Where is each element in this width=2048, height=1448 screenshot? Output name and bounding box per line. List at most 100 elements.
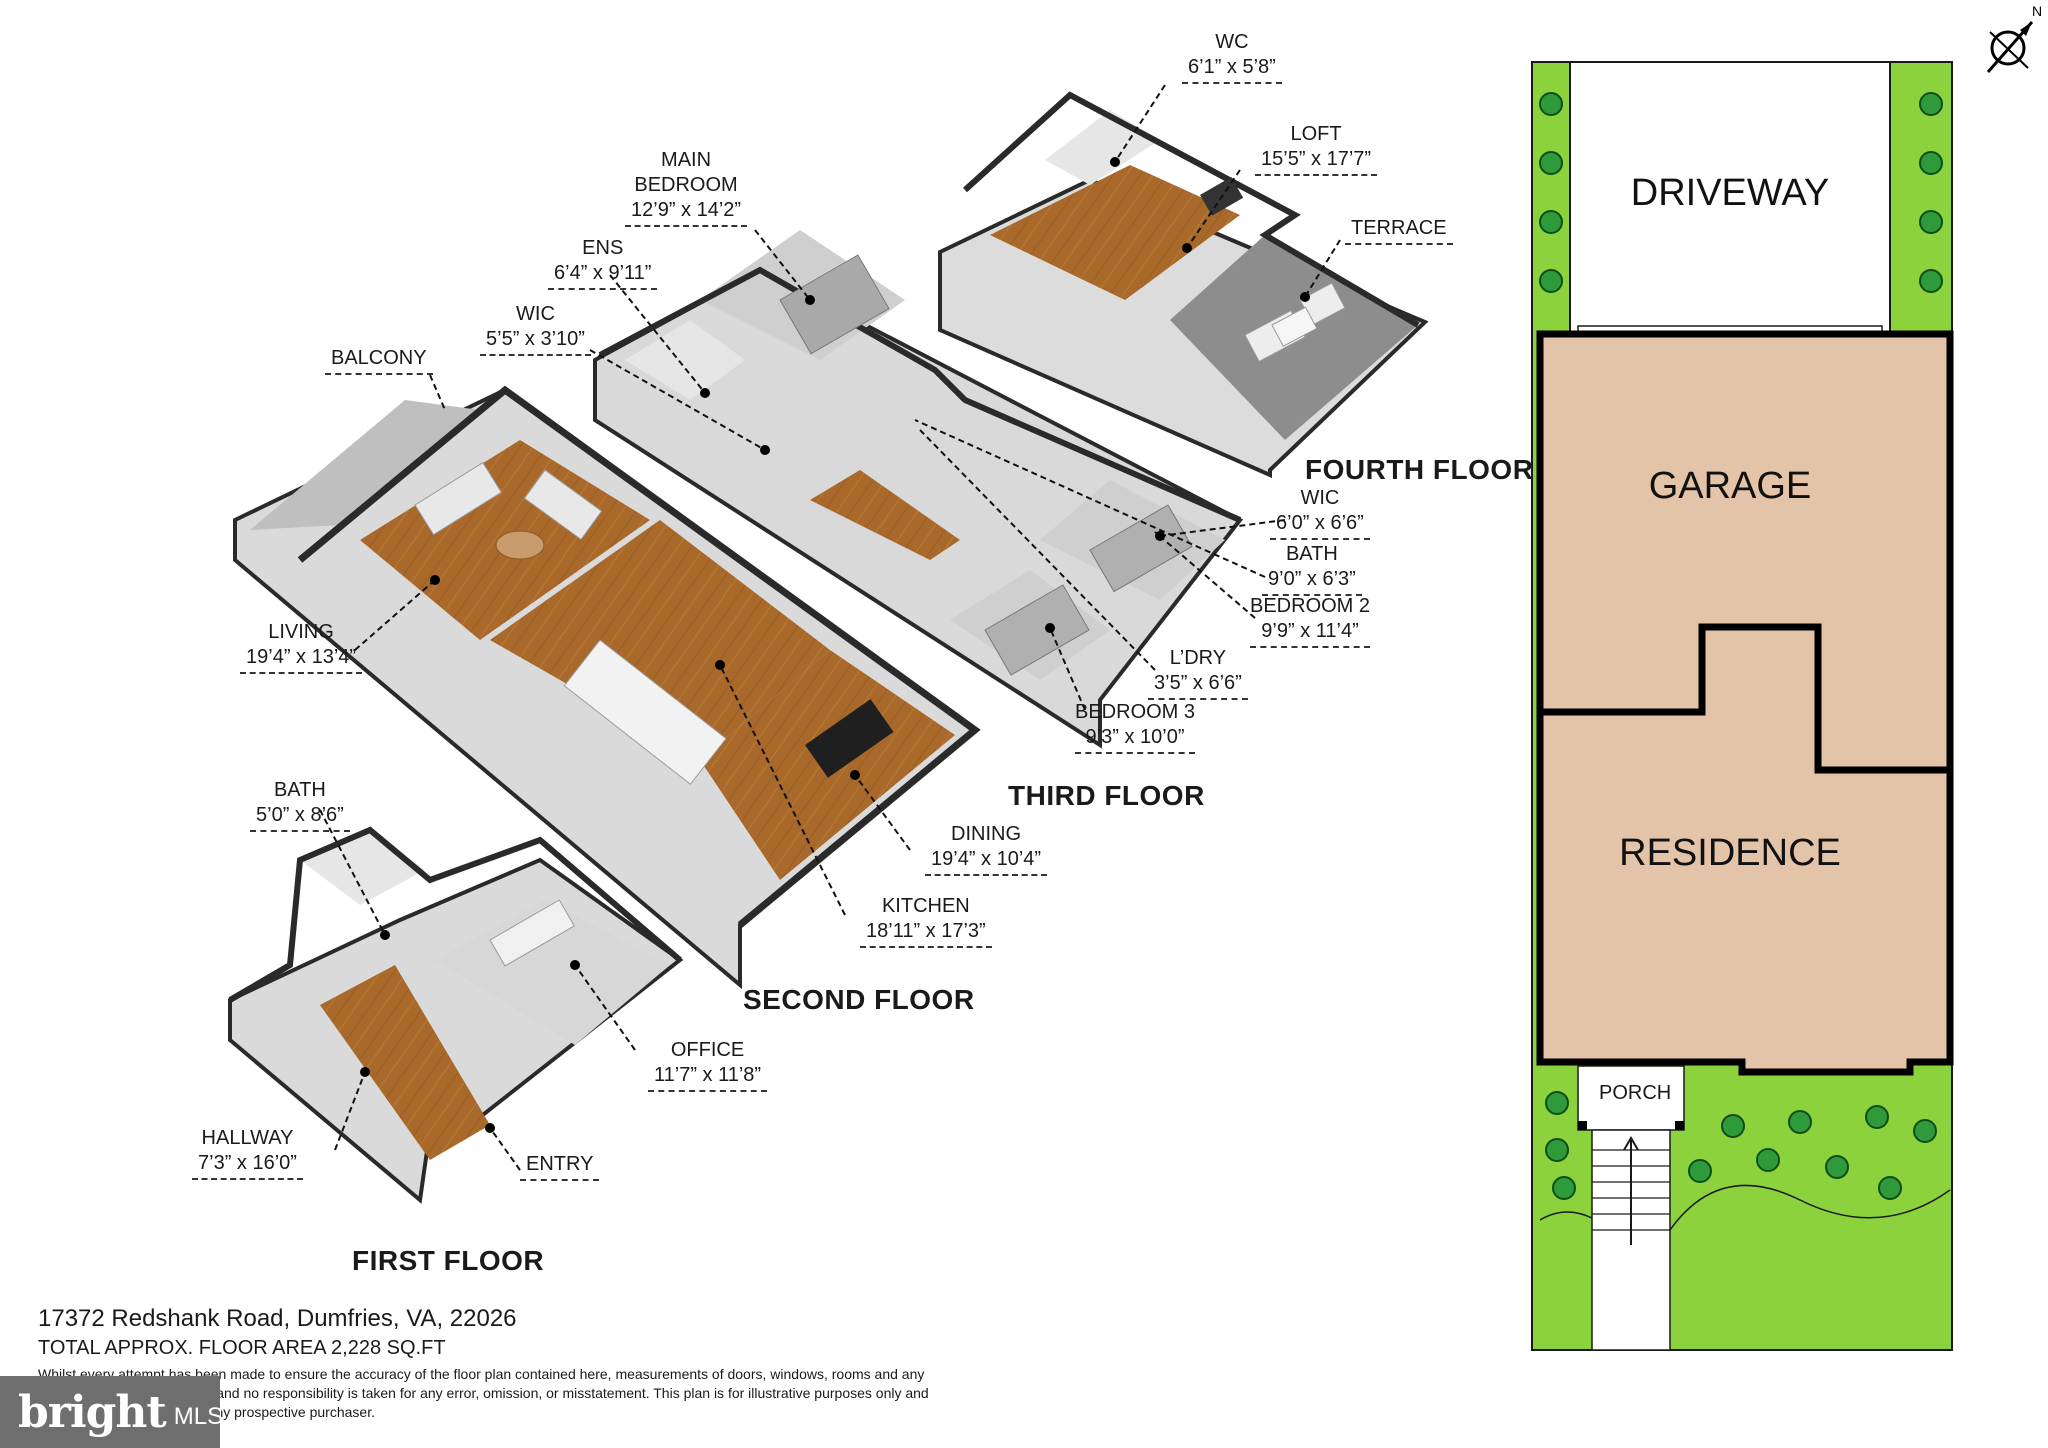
tree-icon	[1545, 1138, 1569, 1162]
residence-label: RESIDENCE	[1619, 832, 1841, 874]
tree-icon	[1919, 92, 1943, 116]
room-dims: 15’5” x 17’7”	[1255, 147, 1378, 176]
room-dims: 5’0” x 8’6”	[250, 803, 350, 832]
tree-icon	[1688, 1159, 1712, 1183]
leader-line	[1049, 627, 1086, 711]
room-dot	[715, 660, 725, 670]
dining-table	[805, 699, 894, 778]
room-dot	[700, 388, 710, 398]
room-name: WC	[1215, 31, 1249, 53]
sofa	[414, 461, 503, 536]
label-balcony: BALCONY	[325, 346, 433, 375]
room-name: ENTRY	[520, 1152, 600, 1181]
hallway-floor	[320, 965, 490, 1160]
room-name: BALCONY	[325, 346, 433, 375]
label-bath-first: BATH 5’0” x 8’6”	[250, 778, 350, 832]
room-name: MAIN	[661, 149, 712, 171]
label-terrace: TERRACE	[1345, 216, 1453, 245]
second-floor-walls	[297, 385, 981, 928]
disclaimer: Whilst every attempt has been made to en…	[38, 1366, 929, 1420]
leader-line	[1154, 531, 1256, 619]
bright-logo-word: bright	[18, 1386, 167, 1438]
label-wc: WC 6’1” x 5’8”	[1182, 30, 1282, 84]
room-dims: 5’5” x 3’10”	[480, 327, 591, 356]
room-dims: 6’0” x 6’6”	[1270, 511, 1370, 540]
room-name: BATH	[273, 779, 326, 801]
lawn-edge	[1669, 1184, 1951, 1231]
room-name: ENS	[582, 237, 624, 259]
leader-line	[334, 1071, 366, 1151]
room-dims: 7’3” x 16’0”	[192, 1151, 303, 1180]
first-floor-title: FIRST FLOOR	[352, 1245, 545, 1276]
label-main-bedroom: MAIN BEDROOM 12’9” x 14’2”	[625, 148, 748, 227]
leader-line	[354, 579, 436, 651]
tree-icon	[1545, 1091, 1569, 1115]
room-dot	[1182, 243, 1192, 253]
room-dot	[1155, 531, 1165, 541]
room-dims: 3’5” x 6’6”	[1148, 671, 1248, 700]
room-name: OFFICE	[670, 1039, 745, 1061]
tree-icon	[1539, 269, 1563, 293]
room-dot	[850, 770, 860, 780]
room-dot	[430, 575, 440, 585]
tree-icon	[1919, 151, 1943, 175]
room-dims: 6’4” x 9’11”	[548, 261, 658, 290]
mls-logo-word: MLS	[173, 1403, 224, 1430]
room-dims: 19’4” x 10’4”	[925, 847, 1048, 876]
tree-icon	[1721, 1114, 1745, 1138]
tree-icon	[1756, 1148, 1780, 1172]
room-name: BEDROOM 2	[1250, 595, 1371, 617]
second-floor-model	[233, 385, 981, 990]
building-footprint	[1536, 330, 1954, 1076]
garage-residence-wall	[1540, 623, 1950, 774]
main-bed	[779, 254, 890, 355]
label-ens: ENS 6’4” x 9’11”	[548, 236, 658, 290]
label-bedroom3: BEDROOM 3 9’3” x 10’0”	[1075, 700, 1196, 754]
leader-line	[574, 964, 636, 1051]
room-dims: 12’9” x 14’2”	[625, 198, 748, 227]
room-name: LOFT	[1290, 123, 1342, 145]
tree-icon	[1552, 1176, 1576, 1200]
room-name: WIC	[1300, 487, 1340, 509]
room-name: DINING	[951, 823, 1022, 845]
second-floor-title: SECOND FLOOR	[743, 984, 975, 1015]
room-name: LIVING	[268, 621, 334, 643]
label-wic-third: WIC 5’5” x 3’10”	[480, 302, 591, 356]
label-entry: ENTRY	[520, 1152, 600, 1181]
ens-floor	[625, 320, 745, 400]
leader-line	[914, 419, 1266, 578]
label-bath-third: BATH 9’0” x 6’3”	[1262, 542, 1362, 596]
room-dims: 9’9” x 11’4”	[1250, 619, 1371, 648]
bright-mls-watermark: bright MLS	[0, 1376, 224, 1448]
label-living: LIVING 19’4” x 13’4”	[240, 620, 363, 674]
site-plan	[1531, 61, 1954, 1351]
room-dot	[360, 1067, 370, 1077]
bed-3	[984, 584, 1090, 676]
tree-icon	[1919, 269, 1943, 293]
tree-icon	[1919, 210, 1943, 234]
porch-area	[1577, 1065, 1685, 1131]
leader-line	[1159, 519, 1286, 537]
room-dims: 9’3” x 10’0”	[1075, 725, 1196, 754]
room-name: L’DRY	[1169, 647, 1227, 669]
tree-icon	[1865, 1105, 1889, 1129]
up-arrow	[1623, 1136, 1639, 1245]
porch-post	[1578, 1121, 1587, 1130]
label-dining: DINING 19’4” x 10’4”	[925, 822, 1048, 876]
fourth-floor-model	[938, 91, 1429, 479]
leader-line	[489, 1127, 521, 1171]
driveway-area	[1569, 61, 1891, 333]
balcony-floor	[250, 400, 480, 530]
compass-north-label: N	[2032, 3, 2042, 19]
room-dims: 9’0” x 6’3”	[1262, 567, 1362, 596]
label-bedroom2: BEDROOM 2 9’9” x 11’4”	[1250, 594, 1371, 648]
room-name: TERRACE	[1345, 216, 1453, 245]
office-desk	[489, 899, 575, 967]
label-office: OFFICE 11’7” x 11’8”	[648, 1038, 768, 1092]
compass-icon: N	[1986, 3, 2042, 73]
fourth-floor-title: FOURTH FLOOR	[1305, 454, 1534, 485]
room-dot	[1110, 157, 1120, 167]
tree-icon	[1825, 1155, 1849, 1179]
label-loft: LOFT 15’5” x 17’7”	[1255, 122, 1378, 176]
kitchen-island	[563, 639, 727, 785]
